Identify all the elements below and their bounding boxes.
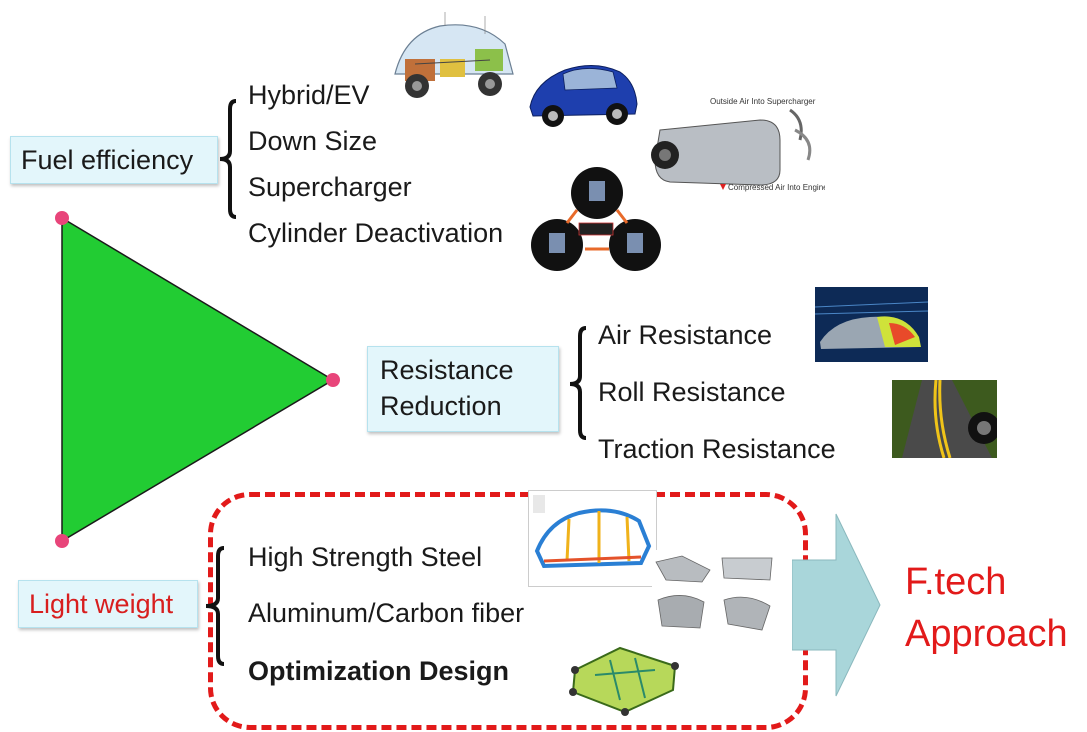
cylinder-deactivation-image: [527, 165, 667, 277]
approach-line2: Approach: [905, 613, 1068, 655]
road-image: [892, 380, 997, 458]
resistance-item-roll: Roll Resistance: [598, 377, 786, 407]
fuel-item-supercharger: Supercharger: [248, 172, 412, 202]
resistance-label-line1: Resistance: [380, 355, 514, 385]
resistance-bracket: [569, 326, 587, 440]
fuel-bracket: [219, 99, 237, 219]
weight-item-steel: High Strength Steel: [248, 542, 483, 572]
top-vertex-dot: [55, 211, 69, 225]
light-weight-bracket: [205, 546, 225, 666]
fuel-efficiency-label: Fuel efficiency: [21, 145, 194, 175]
bottom-vertex-dot: [55, 534, 69, 548]
resistance-item-traction: Traction Resistance: [598, 434, 836, 464]
weight-item-aluminum: Aluminum/Carbon fiber: [248, 598, 525, 628]
resistance-item-air: Air Resistance: [598, 320, 773, 350]
air-resistance-image: [815, 287, 928, 362]
resistance-label-line2: Reduction: [380, 391, 502, 421]
blue-car-image: [525, 52, 640, 137]
right-vertex-dot: [326, 373, 340, 387]
supercharger-caption-bottom: Compressed Air Into Engine: [728, 183, 825, 192]
car-body-image: [528, 490, 657, 587]
aluminum-parts-image: [652, 550, 777, 635]
light-weight-label: Light weight: [29, 589, 174, 619]
optimization-design-image: [565, 640, 683, 718]
approach-arrow: [792, 513, 881, 697]
green-triangle: [61, 216, 335, 543]
approach-line1: F.tech: [905, 561, 1007, 603]
fuel-item-cylinder: Cylinder Deactivation: [248, 218, 504, 248]
fuel-item-hybrid: Hybrid/EV: [248, 80, 370, 110]
resistance-label-box: Resistance Reduction: [367, 346, 559, 432]
fuel-efficiency-label-box: Fuel efficiency: [10, 136, 218, 184]
supercharger-caption-top: Outside Air Into Supercharger: [710, 97, 816, 106]
triangle-diagram: [55, 211, 340, 548]
light-weight-label-box: Light weight: [18, 580, 198, 628]
supercharger-image: Outside Air Into Supercharger Compressed…: [640, 90, 825, 210]
weight-item-optimization: Optimization Design: [248, 656, 510, 686]
hybrid-car-image: [385, 4, 520, 122]
fuel-item-downsize: Down Size: [248, 126, 378, 156]
